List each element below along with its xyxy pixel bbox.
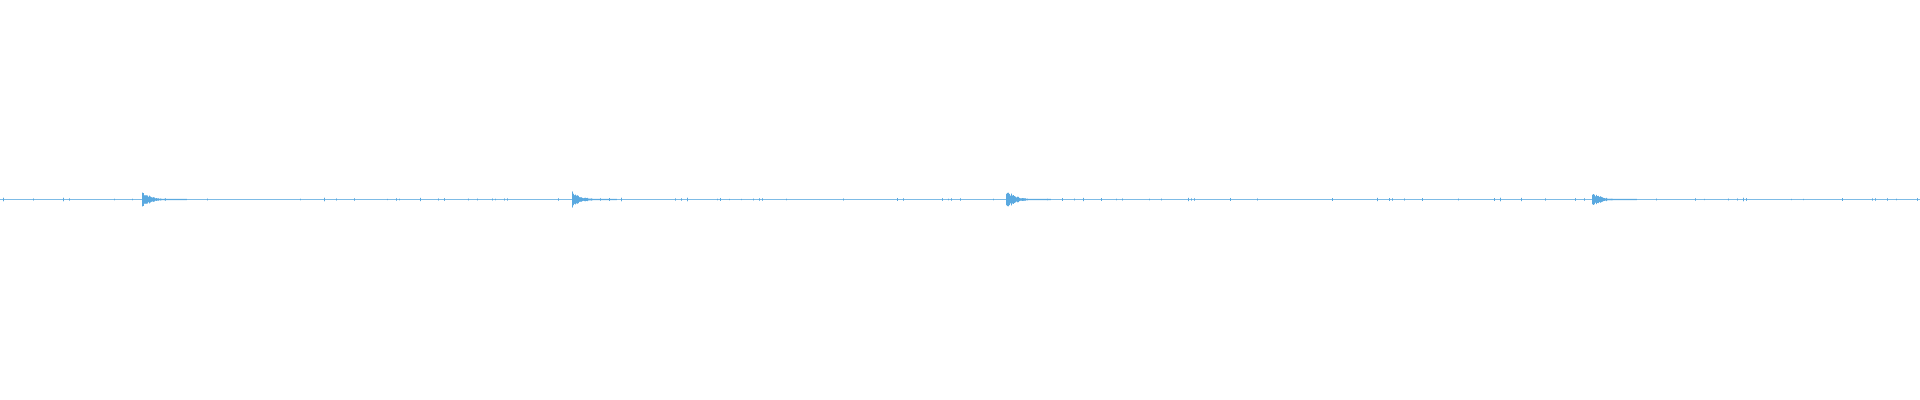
waveform-noise: [3, 197, 1918, 202]
waveform-burst-path: [142, 192, 187, 207]
waveform-bursts: [3, 191, 1918, 208]
waveform-burst-path: [1592, 194, 1637, 205]
waveform-burst-path: [572, 191, 617, 208]
waveform-burst: [1592, 194, 1637, 205]
waveform-burst: [1006, 192, 1051, 207]
waveform-burst: [142, 192, 187, 207]
waveform-burst-path: [1006, 192, 1051, 207]
waveform-burst: [572, 191, 617, 208]
